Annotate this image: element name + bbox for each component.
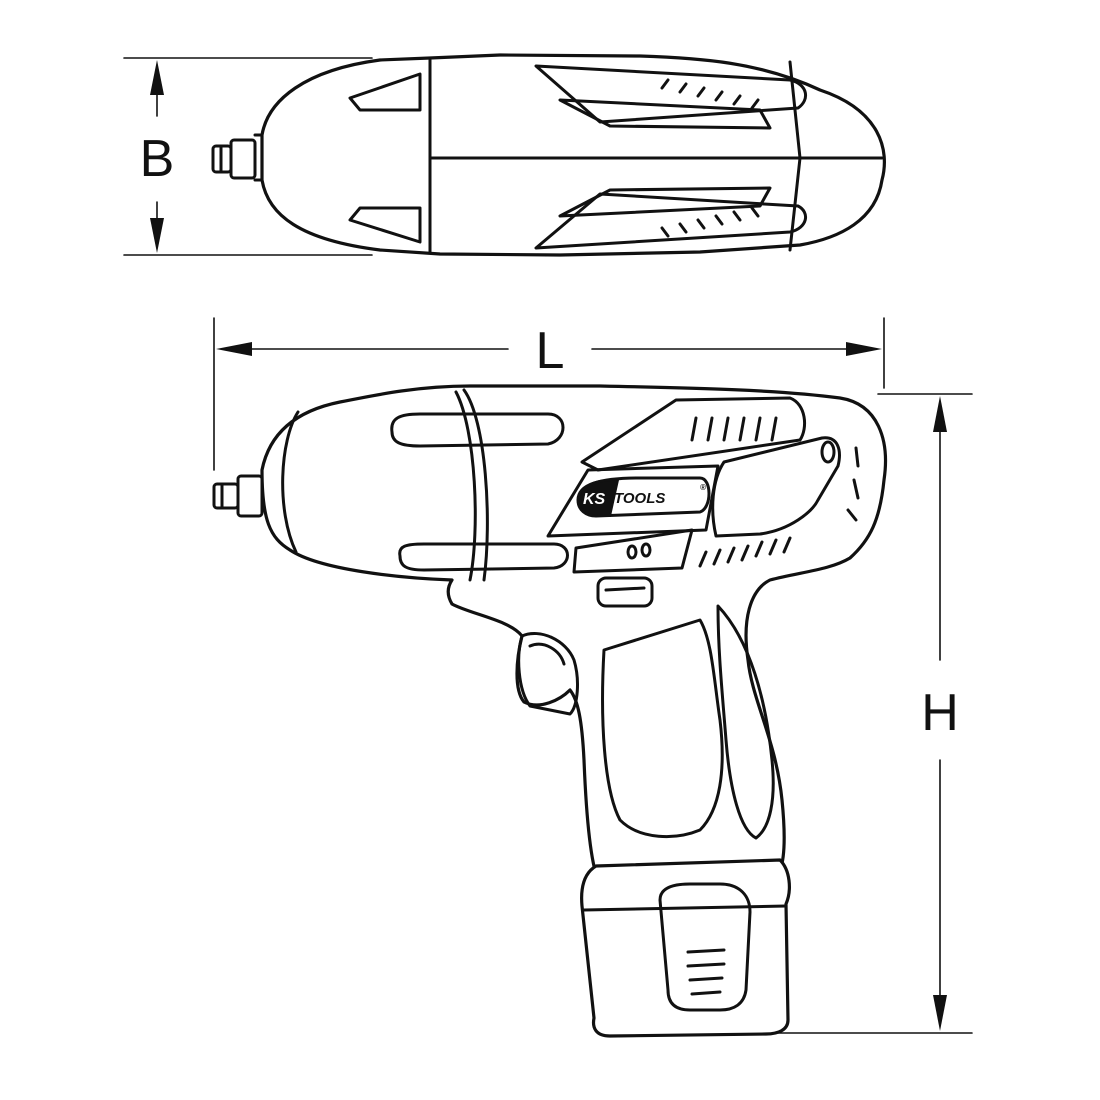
logo-brand-tools: TOOLS xyxy=(614,490,665,507)
top-vents-upper xyxy=(660,78,760,110)
top-view: B xyxy=(123,53,886,257)
logo-registered-mark: ® xyxy=(700,483,706,492)
ks-tools-logo: KS TOOLS ® xyxy=(546,464,720,538)
dimension-h-label: H xyxy=(921,684,959,742)
battery-pack xyxy=(580,858,791,1038)
side-lower-vents xyxy=(698,536,792,568)
dimension-h: H xyxy=(777,393,973,1034)
top-square-drive xyxy=(211,138,257,180)
side-upper-vents xyxy=(690,416,778,442)
side-view: L H xyxy=(212,317,973,1038)
top-body-outline xyxy=(260,53,886,257)
dimension-b: B xyxy=(123,57,373,256)
direction-switch xyxy=(596,576,654,608)
top-vents-lower xyxy=(660,206,760,238)
side-body-outline xyxy=(260,384,888,882)
dimension-b-label: B xyxy=(140,130,175,188)
dimension-l: L xyxy=(213,317,885,471)
logo-brand-ks: KS xyxy=(583,491,606,508)
trigger xyxy=(517,632,579,716)
side-square-drive xyxy=(212,474,264,518)
dimension-l-label: L xyxy=(536,322,565,380)
